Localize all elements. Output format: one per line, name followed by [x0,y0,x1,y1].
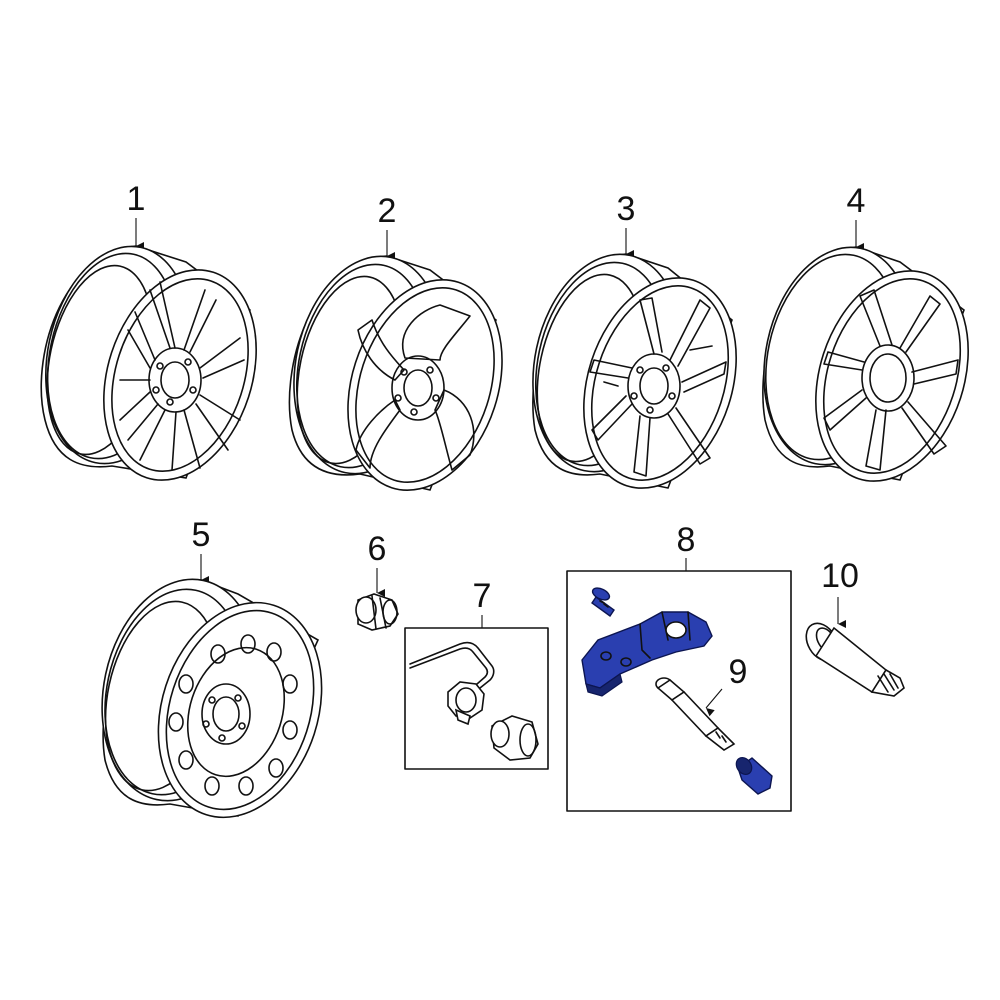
callout-5-label[interactable]: 5 [192,516,211,554]
valve-stem-part-10[interactable] [800,618,905,697]
callout-1-label[interactable]: 1 [127,180,146,218]
wheel-1-alloy[interactable] [27,233,282,500]
valve-stem-icon [655,677,736,751]
wheel-5-steel[interactable] [82,565,348,839]
lock-socket-icon [447,681,485,719]
wheel-3-alloy[interactable] [514,240,762,508]
valve-cap-icon [735,757,773,795]
sensor-screw-icon [591,587,615,617]
tpms-kit-part-8[interactable] [566,570,792,812]
tpms-sensor-icon [581,611,713,697]
callout-9-label[interactable]: 9 [729,653,748,691]
lock-kit-part-7[interactable] [404,627,549,770]
callout-3-label[interactable]: 3 [617,190,636,228]
part-7-frame [404,627,549,770]
callout-4-label[interactable]: 4 [847,182,866,220]
lug-nut-part-6[interactable] [355,593,399,631]
wheel-2-alloy[interactable] [275,242,528,510]
callout-6-label[interactable]: 6 [368,530,387,568]
key-tool-icon [409,641,495,689]
wheel-4-alloy[interactable] [745,233,994,501]
part-8-frame [566,570,792,812]
callout-2-label[interactable]: 2 [378,192,397,230]
callout-8-label[interactable]: 8 [677,521,696,559]
callout-7-label[interactable]: 7 [473,577,492,615]
callout-10-label[interactable]: 10 [821,557,859,595]
callout-arrows [135,218,864,717]
